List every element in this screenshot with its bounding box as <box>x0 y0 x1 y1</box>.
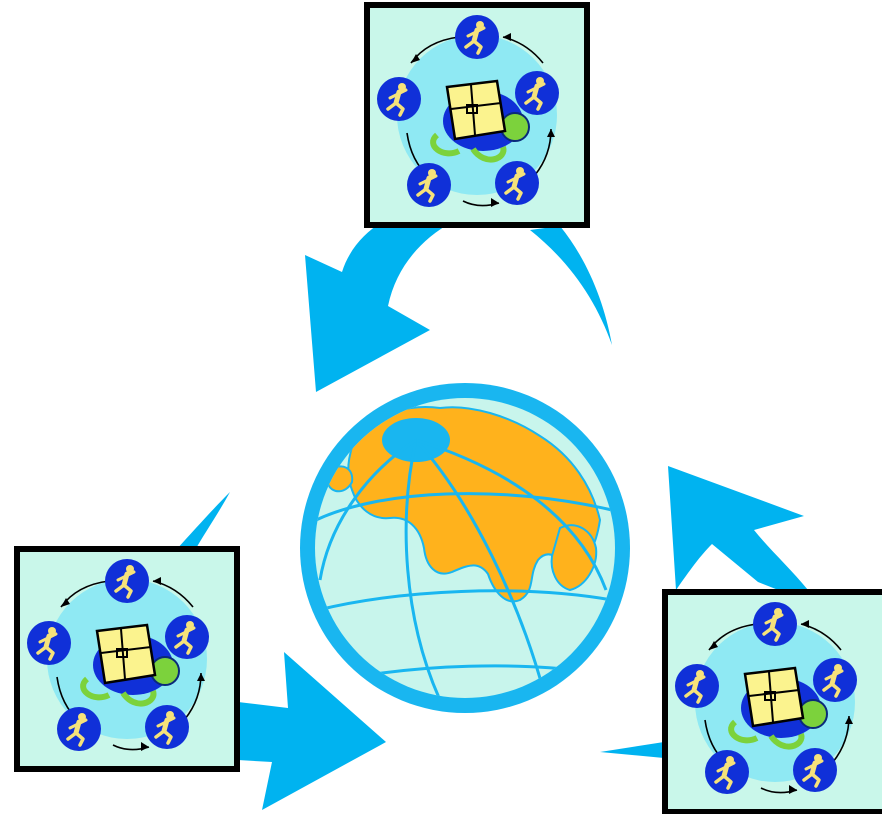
cycle-arrow-icon <box>176 492 230 552</box>
cycle-arrow-icon <box>600 742 664 758</box>
networked-team-panel-top <box>367 5 587 225</box>
networked-team-panel-right <box>665 592 882 812</box>
globe-icon <box>300 383 630 713</box>
networked-team-panel-left <box>17 549 237 769</box>
cycle-arrow-icon <box>238 652 386 810</box>
cycle-arrow-icon <box>530 226 612 345</box>
cycle-arrow-icon <box>668 466 808 600</box>
cycle-arrow-icon <box>305 210 452 392</box>
cycle-arrows <box>176 210 808 810</box>
